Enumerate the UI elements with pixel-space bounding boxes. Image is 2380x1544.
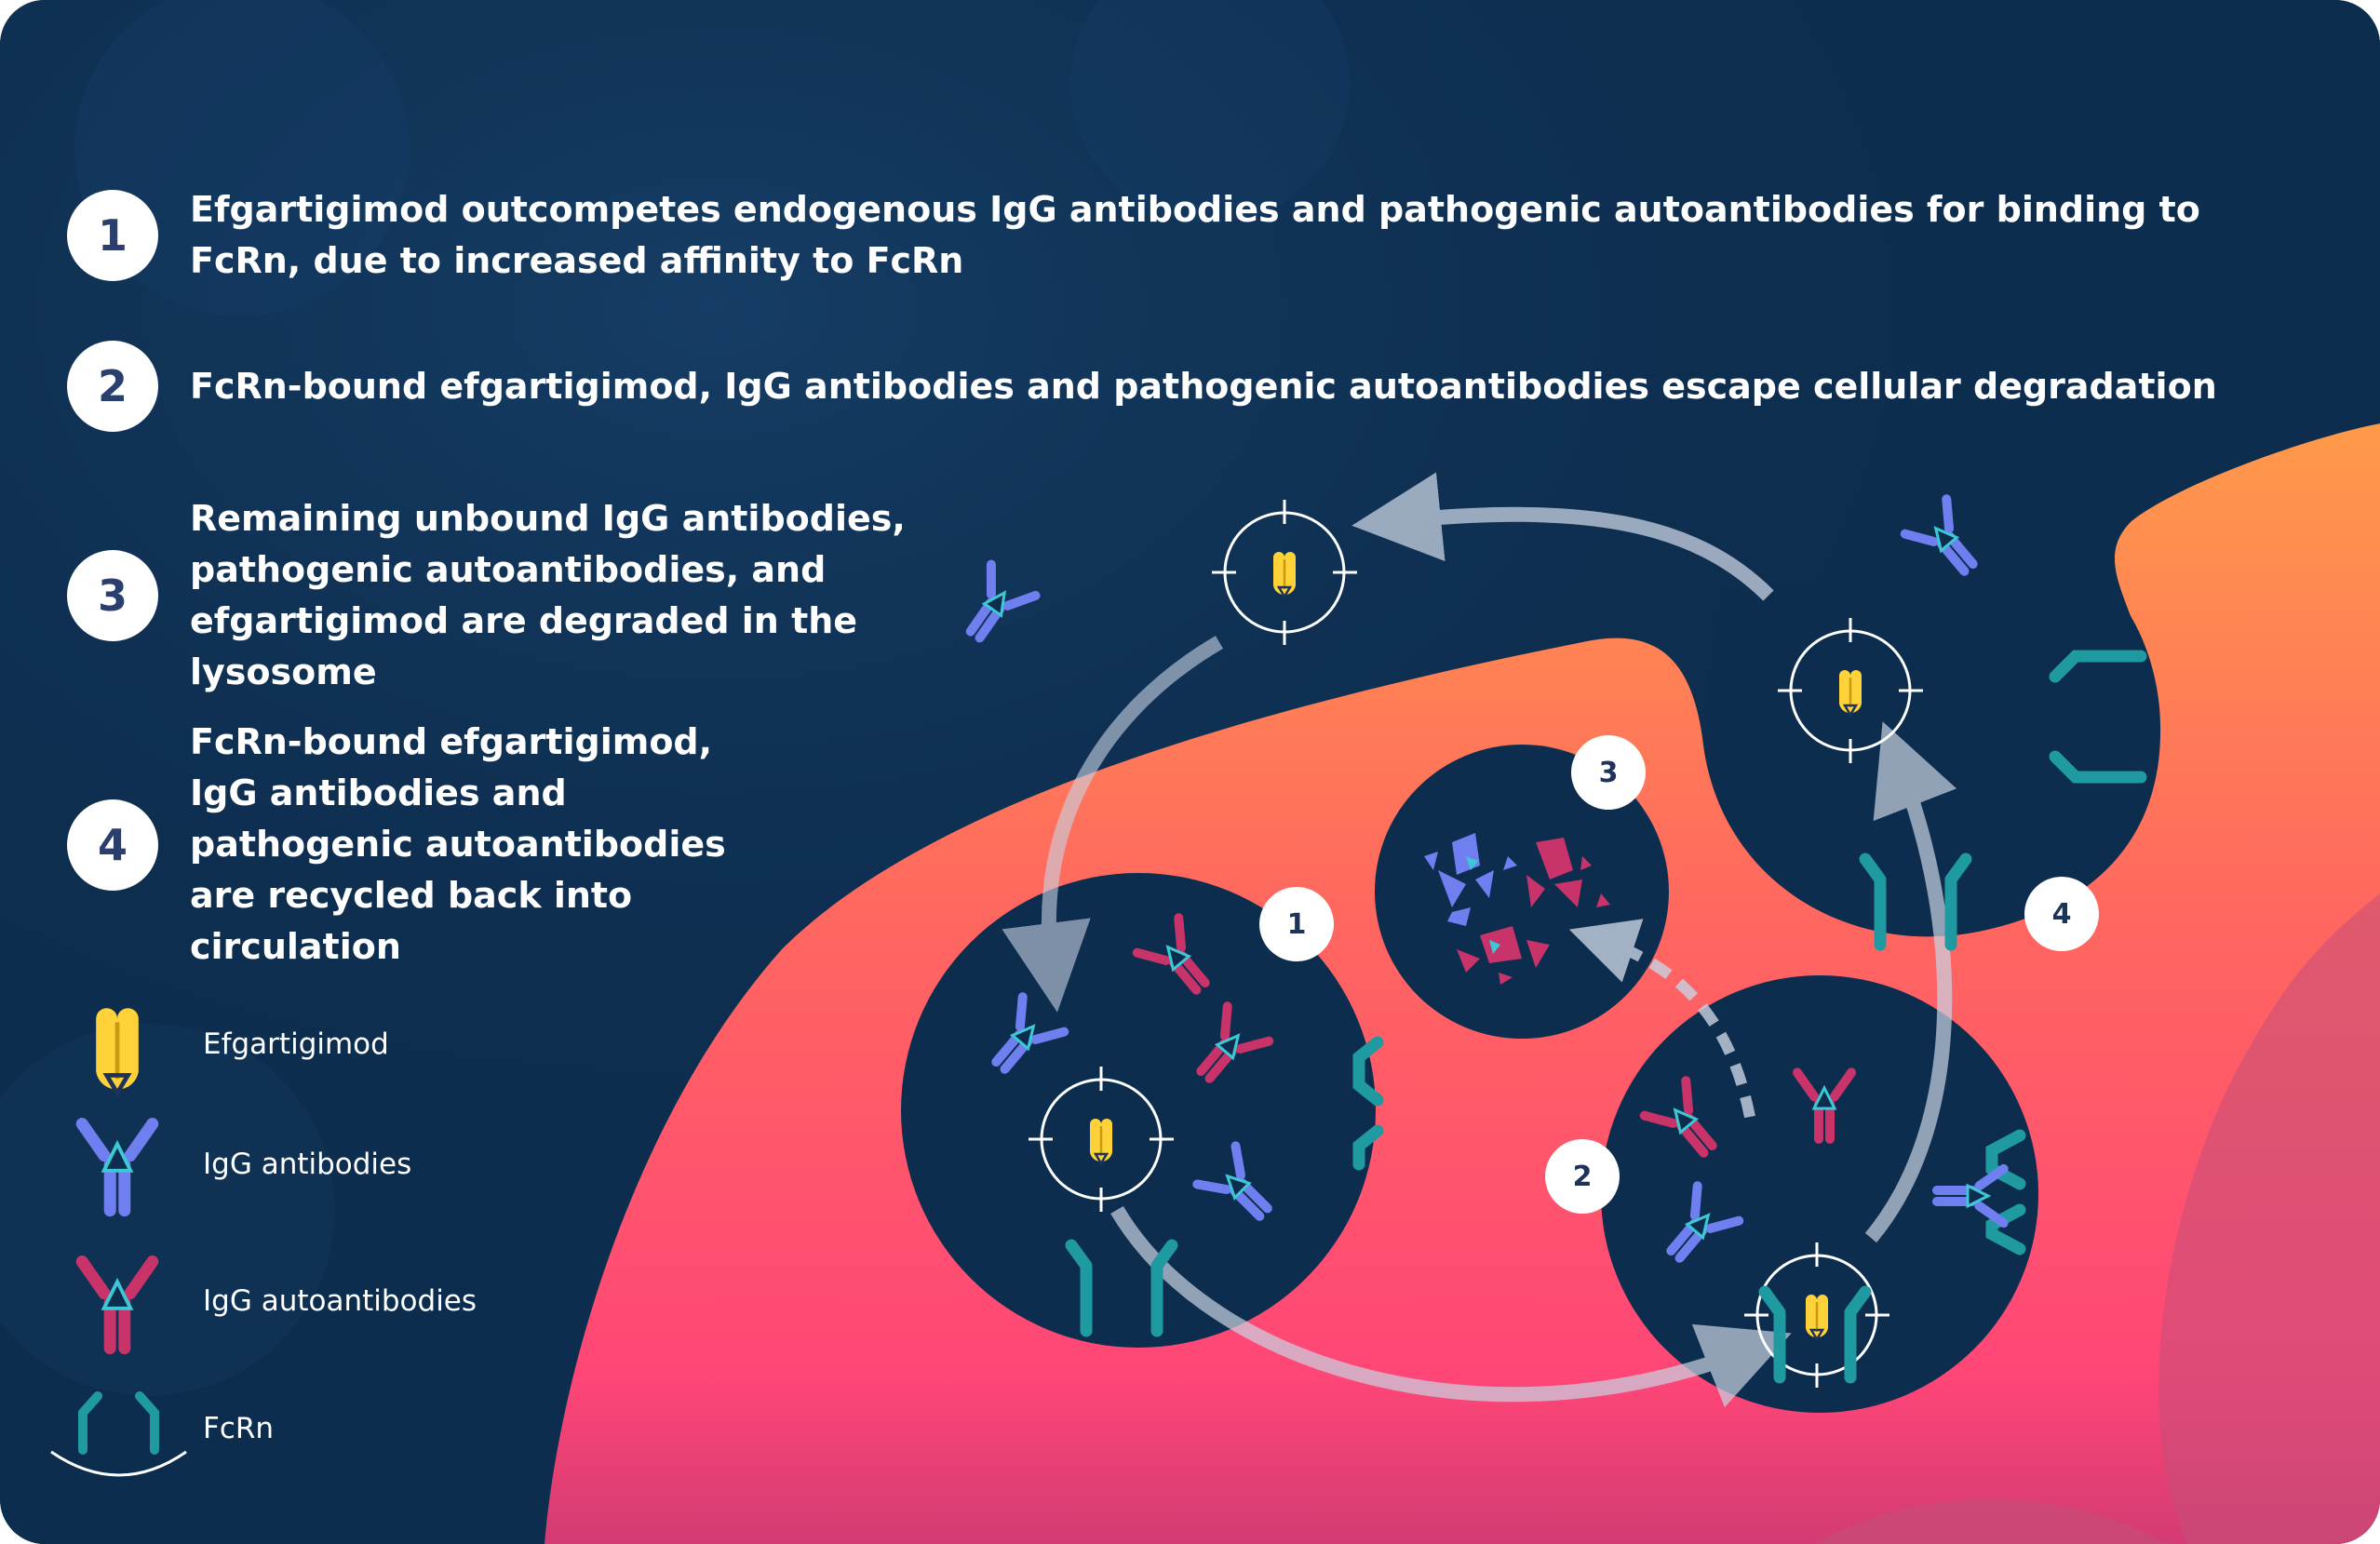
degraded-fragments [1424, 833, 1610, 985]
step-badge: 4 [67, 799, 158, 891]
recycling-label: 4 [2024, 877, 2099, 951]
vesicle-2 [1601, 975, 2038, 1413]
step-text: Remaining unbound IgG antibodies, pathog… [190, 498, 906, 692]
step-text: Efgartigimod outcompetes endogenous IgG … [190, 189, 2200, 281]
lysosome-label: 3 [1571, 735, 1646, 810]
legend-igg-autoantibodies: IgG autoantibodies [203, 1284, 477, 1318]
vesicle-2-label: 2 [1545, 1139, 1620, 1214]
efgartigimod-icon [96, 1008, 139, 1093]
vesicle-1-label: 1 [1259, 887, 1334, 961]
step-badge: 3 [67, 550, 158, 641]
step-1: 1 Efgartigimod outcompetes endogenous Ig… [67, 184, 2238, 287]
step-badge: 2 [67, 341, 158, 432]
legend-igg-antibodies: IgG antibodies [203, 1148, 412, 1181]
step-text: FcRn-bound efgartigimod, IgG antibodies … [190, 721, 726, 967]
legend-fcrn: FcRn [203, 1412, 275, 1445]
step-badge: 1 [67, 190, 158, 281]
step-text: FcRn-bound efgartigimod, IgG antibodies … [190, 365, 2217, 407]
step-4: 4 FcRn-bound efgartigimod, IgG antibodie… [67, 717, 748, 973]
step-2: 2 FcRn-bound efgartigimod, IgG antibodie… [67, 341, 2238, 432]
fcrn-icon [50, 1391, 187, 1477]
legend-efgartigimod: Efgartigimod [203, 1027, 389, 1061]
step-3: 3 Remaining unbound IgG antibodies, path… [67, 493, 1056, 698]
